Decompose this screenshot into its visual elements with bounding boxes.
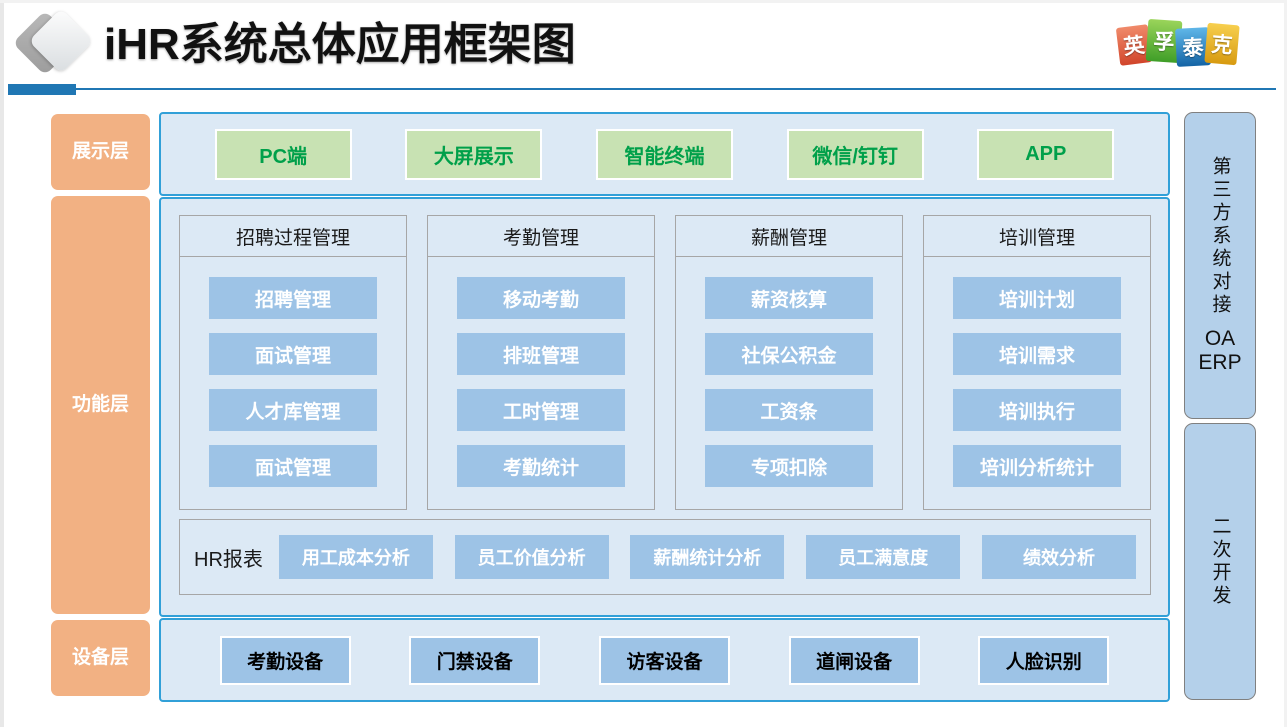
layer-label-function: 功能层 (51, 196, 150, 614)
module-training-analysis-statistics[interactable]: 培训分析统计 (953, 445, 1121, 487)
presentation-item-app[interactable]: APP (977, 128, 1115, 180)
module-mobile-attendance[interactable]: 移动考勤 (457, 277, 625, 319)
diamond-logo-icon (12, 8, 94, 80)
function-layer-band: 招聘过程管理 招聘管理 面试管理 人才库管理 面试管理 考勤管理 移动考勤 排班… (159, 197, 1170, 617)
module-recruitment-management[interactable]: 招聘管理 (209, 277, 377, 319)
column-body-payroll: 薪资核算 社保公积金 工资条 专项扣除 (675, 257, 903, 510)
report-performance-analysis[interactable]: 绩效分析 (981, 535, 1136, 579)
module-social-insurance-fund[interactable]: 社保公积金 (705, 333, 873, 375)
module-training-plan[interactable]: 培训计划 (953, 277, 1121, 319)
presentation-item-pc[interactable]: PC端 (214, 128, 352, 180)
page-frame-right-edge (1284, 0, 1287, 727)
column-body-attendance: 移动考勤 排班管理 工时管理 考勤统计 (427, 257, 655, 510)
module-working-hours-management[interactable]: 工时管理 (457, 389, 625, 431)
report-employee-satisfaction[interactable]: 员工满意度 (806, 535, 961, 579)
device-item-barrier-gate[interactable]: 道闸设备 (788, 635, 920, 685)
page-frame-top-edge (0, 0, 1287, 3)
page-header: iHR系统总体应用框架图 英 孚 泰 克 (0, 0, 1287, 100)
function-columns: 招聘过程管理 招聘管理 面试管理 人才库管理 面试管理 考勤管理 移动考勤 排班… (179, 215, 1151, 510)
sidebar-third-party-integration[interactable]: 第三方系统对接 OA ERP (1184, 112, 1256, 419)
module-special-deduction[interactable]: 专项扣除 (705, 445, 873, 487)
presentation-item-wechat-dingtalk[interactable]: 微信/钉钉 (786, 128, 924, 180)
report-compensation-statistics-analysis[interactable]: 薪酬统计分析 (630, 535, 785, 579)
brand-tile-4: 克 (1204, 22, 1240, 66)
brand-tile-4-char: 克 (1210, 33, 1234, 58)
function-column-training: 培训管理 培训计划 培训需求 培训执行 培训分析统计 (923, 215, 1151, 510)
module-interview-management[interactable]: 面试管理 (209, 333, 377, 375)
layer-label-presentation: 展示层 (51, 114, 150, 190)
column-body-recruitment: 招聘管理 面试管理 人才库管理 面试管理 (179, 257, 407, 510)
column-title-attendance: 考勤管理 (427, 215, 655, 257)
brand-logo: 英 孚 泰 克 (1115, 18, 1240, 70)
module-training-execution[interactable]: 培训执行 (953, 389, 1121, 431)
module-interview-management-2[interactable]: 面试管理 (209, 445, 377, 487)
header-accent-block (8, 84, 76, 95)
module-salary-accounting[interactable]: 薪资核算 (705, 277, 873, 319)
page-title: iHR系统总体应用框架图 (104, 20, 576, 69)
sidebar-third-party-systems: OA ERP (1198, 326, 1242, 374)
report-labor-cost-analysis[interactable]: 用工成本分析 (278, 535, 433, 579)
module-training-demand[interactable]: 培训需求 (953, 333, 1121, 375)
device-item-face-recognition[interactable]: 人脸识别 (978, 635, 1110, 685)
module-payslip[interactable]: 工资条 (705, 389, 873, 431)
hr-reports-strip: HR报表 用工成本分析 员工价值分析 薪酬统计分析 员工满意度 绩效分析 (179, 519, 1151, 595)
module-shift-management[interactable]: 排班管理 (457, 333, 625, 375)
header-accent-line (76, 88, 1276, 90)
device-item-attendance-device[interactable]: 考勤设备 (219, 635, 351, 685)
presentation-layer-band: PC端 大屏展示 智能终端 微信/钉钉 APP (159, 112, 1170, 196)
layer-label-device: 设备层 (51, 620, 150, 696)
module-attendance-statistics[interactable]: 考勤统计 (457, 445, 625, 487)
sidebar-secondary-development[interactable]: 二次开发 (1184, 423, 1256, 700)
hr-reports-items: 用工成本分析 员工价值分析 薪酬统计分析 员工满意度 绩效分析 (278, 535, 1136, 579)
function-column-payroll: 薪酬管理 薪资核算 社保公积金 工资条 专项扣除 (675, 215, 903, 510)
column-title-training: 培训管理 (923, 215, 1151, 257)
sidebar-third-party-label: 第三方系统对接 (1209, 155, 1231, 317)
column-title-payroll: 薪酬管理 (675, 215, 903, 257)
page-frame-left-edge (0, 0, 4, 727)
sidebar-secondary-development-label: 二次开发 (1209, 515, 1231, 608)
device-item-visitor-device[interactable]: 访客设备 (598, 635, 730, 685)
report-employee-value-analysis[interactable]: 员工价值分析 (454, 535, 609, 579)
device-item-access-control[interactable]: 门禁设备 (409, 635, 541, 685)
device-layer-band: 考勤设备 门禁设备 访客设备 道闸设备 人脸识别 (159, 618, 1170, 702)
column-body-training: 培训计划 培训需求 培训执行 培训分析统计 (923, 257, 1151, 510)
function-column-recruitment: 招聘过程管理 招聘管理 面试管理 人才库管理 面试管理 (179, 215, 407, 510)
module-talent-pool-management[interactable]: 人才库管理 (209, 389, 377, 431)
function-column-attendance: 考勤管理 移动考勤 排班管理 工时管理 考勤统计 (427, 215, 655, 510)
hr-reports-label: HR报表 (194, 548, 263, 571)
presentation-item-bigscreen[interactable]: 大屏展示 (405, 128, 543, 180)
column-title-recruitment: 招聘过程管理 (179, 215, 407, 257)
presentation-item-smart-terminal[interactable]: 智能终端 (595, 128, 733, 180)
